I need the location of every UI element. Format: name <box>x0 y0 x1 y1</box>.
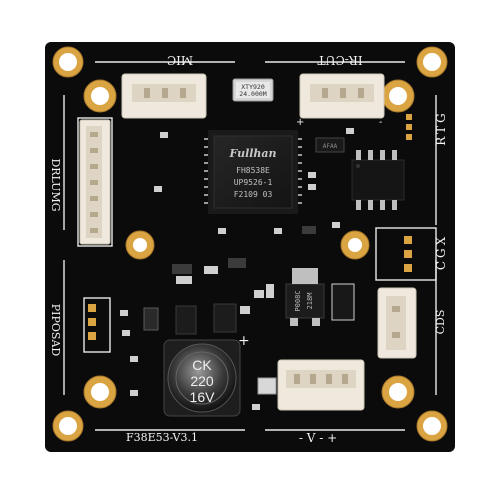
ir-minus-label: - <box>379 117 382 128</box>
rtg-test-pads <box>406 114 412 140</box>
drlumg-label: DRLUMG <box>49 158 62 211</box>
cgx-label: CGX <box>434 234 448 270</box>
soc-brand: Fullhan <box>228 147 276 160</box>
regulator-marking-1: P008C <box>294 290 302 311</box>
voltage-regulator <box>285 268 325 326</box>
flash-chip <box>351 150 405 210</box>
silkscreen-borders <box>63 61 437 431</box>
left-connector <box>79 119 111 245</box>
soc-chip <box>204 130 302 214</box>
capacitor-marking-1: CK <box>192 357 212 373</box>
soc-marking-2: UP9526-1 <box>234 178 273 187</box>
mic-label: MIC <box>167 53 193 67</box>
regulator-marking-2: 218M <box>306 293 314 310</box>
capacitor-marking-3: 16V <box>190 389 216 405</box>
sot-chip <box>331 283 355 321</box>
mic-connector <box>121 73 207 119</box>
ir-cut-label: IR-CUT <box>317 53 362 67</box>
electrolytic-capacitor <box>163 339 241 417</box>
capacitor-marking-2: 220 <box>190 373 214 389</box>
power-pins-label: - V - + <box>299 431 337 445</box>
pcb-body <box>45 42 455 452</box>
left-pin-header <box>88 304 96 340</box>
cds-label: CDS <box>434 310 447 335</box>
small-ic-marking: AFAA <box>323 143 338 150</box>
crystal-marking-2: 24.000M <box>239 90 266 98</box>
crystal-oscillator <box>232 78 274 102</box>
crystal-marking-1: XTY920 <box>241 83 265 91</box>
smd-components <box>120 128 354 410</box>
board-id-label: F38E53-V3.1 <box>126 431 198 444</box>
ir-cut-connector <box>299 73 385 119</box>
soc-marking-1: FH8538E <box>236 166 270 175</box>
soc-marking-3: F2109 03 <box>234 190 273 199</box>
ir-plus-label: + <box>296 117 304 128</box>
cds-connector <box>377 287 417 359</box>
right-pin-header <box>404 236 412 272</box>
piposad-label: PIPOSAD <box>49 304 62 357</box>
capacitor-plus-label: + <box>238 333 250 349</box>
power-connector <box>277 359 365 411</box>
rtg-label: RTG <box>434 110 448 145</box>
small-ic <box>315 137 345 153</box>
